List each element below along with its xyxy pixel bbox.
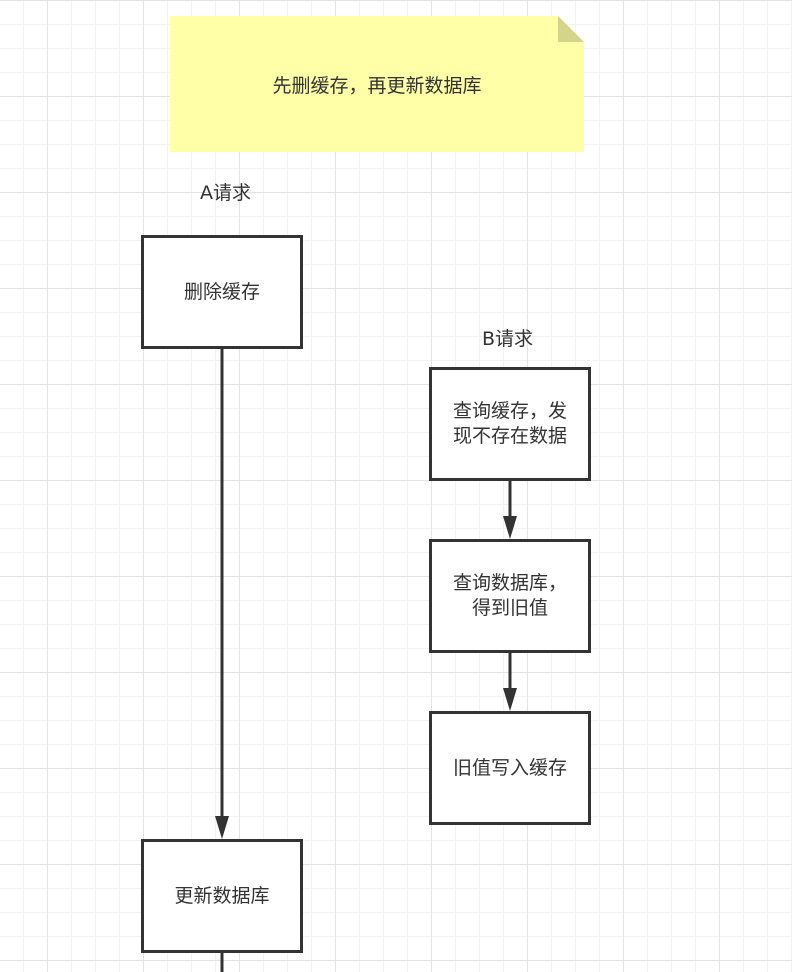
arrowhead-update-db (215, 816, 229, 839)
note-fold-corner (558, 16, 584, 42)
write-old-value-label: 旧值写入缓存 (452, 756, 567, 779)
arrowhead-query-db (503, 516, 517, 539)
update-db-label: 更新数据库 (174, 884, 270, 907)
query-db-label: 查询数据库， 得到旧值 (452, 572, 567, 619)
sticky-note: 先删缓存，再更新数据库 (170, 16, 584, 152)
delete-cache-label: 删除缓存 (183, 280, 260, 303)
note-text: 先删缓存，再更新数据库 (272, 74, 482, 97)
arrowhead-write-old (503, 688, 517, 711)
query-cache-label: 查询缓存，发 现不存在数据 (452, 400, 567, 447)
delete-cache-box[interactable]: 删除缓存 (141, 235, 303, 349)
update-db-box[interactable]: 更新数据库 (141, 839, 303, 953)
lane-b-label: B请求 (482, 328, 534, 350)
query-cache-box[interactable]: 查询缓存，发 现不存在数据 (429, 367, 591, 481)
query-db-box[interactable]: 查询数据库， 得到旧值 (429, 539, 591, 653)
lane-a-label: A请求 (200, 182, 251, 204)
write-old-value-box[interactable]: 旧值写入缓存 (429, 711, 591, 825)
